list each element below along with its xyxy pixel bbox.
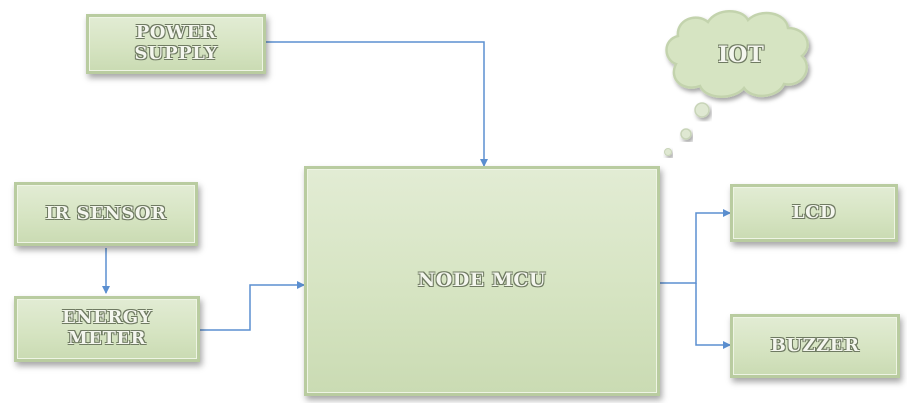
buzzer-block: BUZZER <box>730 314 900 378</box>
lcd-block: LCD <box>730 184 898 242</box>
thought-bubble-small <box>664 148 672 156</box>
energy-meter-label-line1: ENERGY <box>61 307 153 329</box>
energy-meter-block: ENERGY METER <box>14 296 200 362</box>
ir-sensor-label: IR SENSOR <box>45 202 167 224</box>
lcd-label: LCD <box>791 201 837 223</box>
connector-power-to-mcu <box>266 41 488 167</box>
node-mcu-label: NODE MCU <box>417 269 547 292</box>
power-supply-block: POWER SUPPLY <box>86 14 266 74</box>
ir-sensor-block: IR SENSOR <box>14 182 198 246</box>
thought-bubble-large <box>694 102 710 118</box>
connector-mcu-to-buzzer <box>695 283 731 349</box>
connector-mcu-to-lcd <box>660 209 731 284</box>
energy-meter-label-line2: METER <box>67 328 147 349</box>
buzzer-label: BUZZER <box>770 334 860 356</box>
iot-label: IOT <box>718 42 764 68</box>
iot-cloud-shape <box>665 10 809 98</box>
node-mcu-block: NODE MCU <box>304 166 660 396</box>
thought-bubble-medium <box>680 128 692 140</box>
power-supply-label-line2: SUPPLY <box>134 43 218 64</box>
connector-meter-to-mcu <box>200 281 305 331</box>
power-supply-label-line1: POWER <box>135 22 217 44</box>
